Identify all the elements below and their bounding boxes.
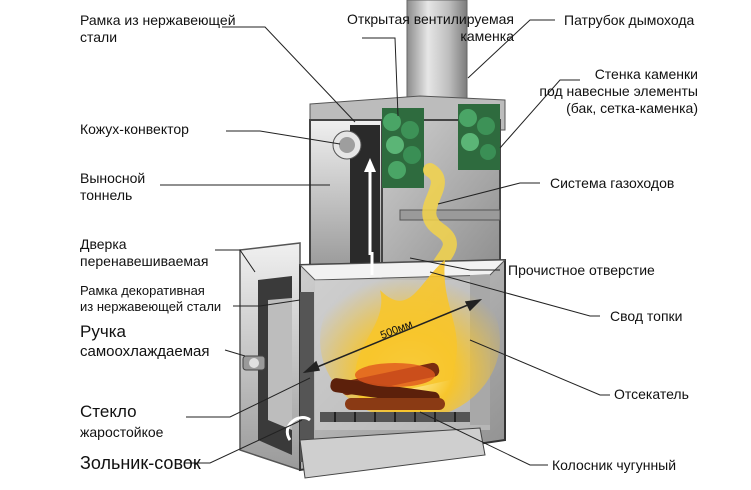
label-line: Зольник-совок	[80, 453, 201, 474]
label-casing-convector: Кожух-конвектор	[80, 121, 189, 138]
label-line: Отсекатель	[614, 386, 689, 403]
label-line: Дверка	[80, 236, 208, 253]
label-deflector: Отсекатель	[614, 386, 689, 403]
label-frame-stainless: Рамка из нержавеющей стали	[80, 12, 236, 46]
label-line: Стекло	[80, 402, 163, 422]
label-line: Система газоходов	[550, 175, 674, 192]
label-line: из нержавеющей стали	[80, 299, 221, 315]
gas-duct-plate	[400, 210, 500, 220]
label-line: тоннель	[80, 187, 145, 204]
label-gas-duct-system: Система газоходов	[550, 175, 674, 192]
label-line: каменка	[334, 28, 514, 45]
label-grate: Колосник чугунный	[552, 457, 676, 474]
label-line: Прочистное отверстие	[508, 262, 655, 279]
label-handle: Ручка самоохлаждаемая	[80, 322, 210, 362]
label-open-heater: Открытая вентилируемая каменка	[334, 11, 514, 45]
label-line: жаростойкое	[80, 422, 163, 442]
label-line: Колосник чугунный	[552, 457, 676, 474]
label-line: Открытая вентилируемая	[334, 11, 514, 28]
label-line: под навесные элементы	[518, 83, 698, 100]
label-line: Стенка каменки	[518, 66, 698, 83]
label-glass: Стекло жаростойкое	[80, 402, 163, 442]
label-door: Дверка перенавешиваемая	[80, 236, 208, 270]
label-firebox-vault: Свод топки	[610, 308, 683, 325]
label-heater-wall: Стенка каменки под навесные элементы (ба…	[518, 66, 698, 117]
handle	[243, 356, 265, 370]
label-line: Кожух-конвектор	[80, 121, 189, 138]
label-line: Ручка	[80, 322, 210, 342]
label-line: Свод топки	[610, 308, 683, 325]
label-line: Выносной	[80, 170, 145, 187]
label-line: Рамка из нержавеющей	[80, 12, 236, 29]
label-line: Рамка декоративная	[80, 283, 221, 299]
grate	[320, 412, 470, 422]
label-line: стали	[80, 29, 236, 46]
label-decor-frame: Рамка декоративная из нержавеющей стали	[80, 283, 221, 315]
label-line: самоохлаждаемая	[80, 342, 210, 362]
label-line: (бак, сетка-каменка)	[518, 100, 698, 117]
label-remote-tunnel: Выносной тоннель	[80, 170, 145, 204]
label-line: перенавешиваемая	[80, 253, 208, 270]
label-strength-hole: Прочистное отверстие	[508, 262, 655, 279]
label-chimney-pipe: Патрубок дымохода	[564, 12, 694, 29]
label-ash-scoop: Зольник-совок	[80, 453, 201, 474]
label-line: Патрубок дымохода	[564, 12, 694, 29]
